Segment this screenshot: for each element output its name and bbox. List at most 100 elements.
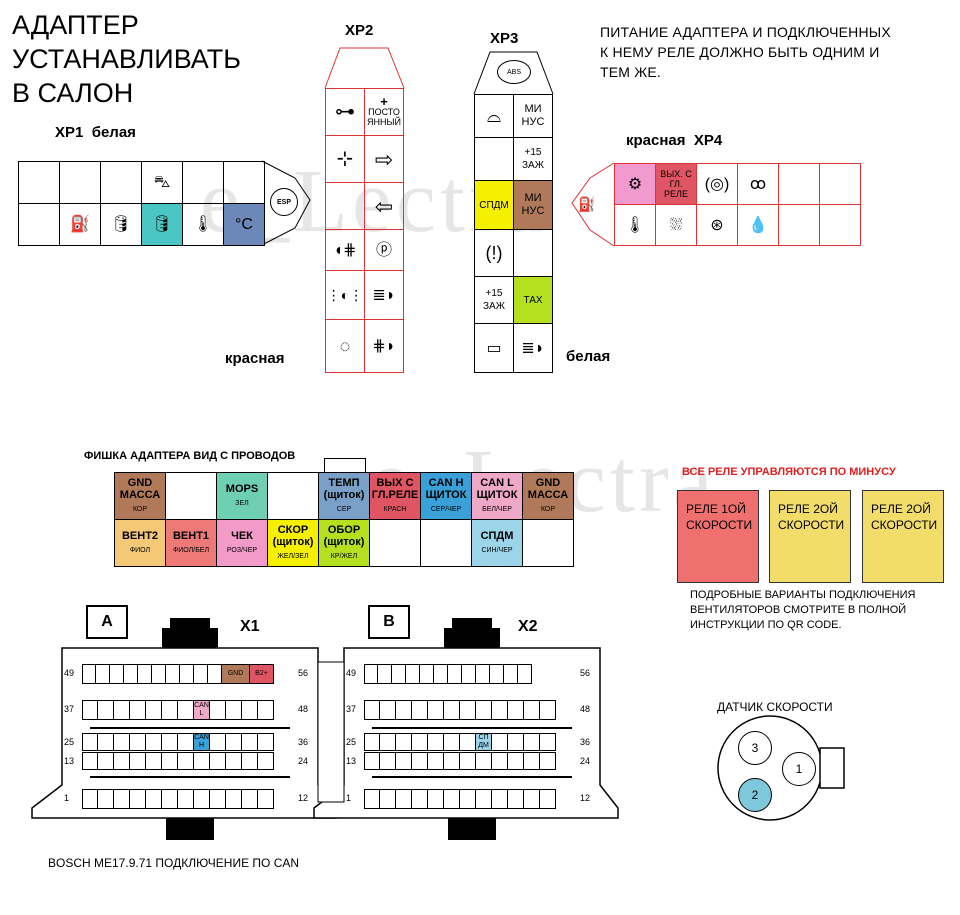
ecu-pin — [524, 789, 540, 809]
ecu-pin — [110, 664, 124, 684]
ecu-pin — [460, 789, 476, 809]
ecu-pin — [96, 664, 110, 684]
ecu-pin — [258, 789, 274, 809]
xp3-label: XP3 — [490, 30, 519, 47]
ecu-pin — [98, 789, 114, 809]
speed-sensor-pin-1: 1 — [782, 752, 816, 786]
adapter-pin-1-4 — [267, 472, 319, 520]
adapter-pin-wire: БЕЛ/ЧЕР — [482, 505, 512, 513]
adapter-pin-wire: КРАСН — [383, 505, 407, 513]
ecu-pin — [412, 733, 428, 751]
ecu-pin-row — [364, 752, 556, 770]
ecu-pin — [508, 789, 524, 809]
ecu-pin — [152, 664, 166, 684]
relay-1: РЕЛЕ 1ОЙ СКОРОСТИ — [677, 490, 759, 583]
ecu-pin-row — [364, 700, 556, 720]
adapter-pin-wire: КОР — [540, 505, 556, 513]
ecu-pin-number: 49 — [64, 668, 75, 678]
ecu-pin — [396, 733, 412, 751]
ecu-pin-row — [82, 752, 274, 770]
adapter-pin-wire: СЕР/ЧЕР — [430, 505, 462, 513]
ecu-x1-latch-top — [162, 628, 218, 648]
relay-3: РЕЛЕ 2ОЙ СКОРОСТИ — [862, 490, 944, 583]
ecu-pin — [114, 789, 130, 809]
ecu-pin-row — [82, 789, 274, 809]
ecu-pin — [178, 733, 194, 751]
ecu-pin — [428, 752, 444, 770]
adapter-pin-label: GND МАССА — [527, 476, 569, 501]
adapter-pin-wire: КР/ЖЕЛ — [330, 552, 358, 560]
ecu-pin-number: 48 — [580, 704, 591, 714]
relay-2: РЕЛЕ 2ОЙ СКОРОСТИ — [769, 490, 851, 583]
ecu-pin — [162, 752, 178, 770]
ecu-pin — [476, 752, 492, 770]
ecu-pin — [82, 752, 98, 770]
ecu-pin — [492, 700, 508, 720]
abs-icon: ABS — [497, 60, 531, 84]
ecu-pin-row: СП ДМ — [364, 733, 556, 751]
ecu-pin-number: 25 — [346, 737, 357, 747]
ecu-pin-number: 1 — [64, 793, 70, 803]
ecu-pin — [396, 752, 412, 770]
ecu-pin — [524, 700, 540, 720]
ecu-bridge — [317, 661, 345, 803]
ecu-pin — [210, 789, 226, 809]
ecu-pin — [208, 664, 222, 684]
ecu-pin — [492, 752, 508, 770]
adapter-pin-label: СКОР (щиток) — [272, 523, 314, 548]
ecu-pin — [392, 664, 406, 684]
xp2-color: красная — [225, 350, 285, 367]
ecu-pin — [82, 664, 96, 684]
ecu-pin — [138, 664, 152, 684]
front-fog-icon: ⋕◗ — [364, 319, 404, 373]
ecu-pin-number: 56 — [580, 668, 591, 678]
ecu-pin — [130, 733, 146, 751]
xp1-label: XP1 белая — [55, 124, 136, 141]
ecu-pin — [460, 752, 476, 770]
ecu-pin-row — [364, 789, 556, 809]
adapter-pin-1-8: CAN L ЩИТОК БЕЛ/ЧЕР — [471, 472, 523, 520]
ecu-x1-latch-bottom — [166, 818, 214, 840]
ecu-pin — [380, 789, 396, 809]
ecu-pin — [364, 789, 380, 809]
ecu-pin-number: 24 — [298, 756, 309, 766]
ecu-pin-spdm: СП ДМ — [476, 733, 492, 751]
ecu-pin — [364, 733, 380, 751]
ecu-pin — [364, 700, 380, 720]
ecu-pin-number: 13 — [346, 756, 357, 766]
ecu-pin-number: 37 — [346, 704, 357, 714]
adapter-pin-label: ЧЕК — [231, 529, 253, 542]
ecu-pin-number: 25 — [64, 737, 75, 747]
ecu-pin-number: 24 — [580, 756, 591, 766]
ecu-pin — [412, 700, 428, 720]
ecu-pin — [448, 664, 462, 684]
ecu-pin — [378, 664, 392, 684]
ecu-pin — [98, 733, 114, 751]
page-title: АДАПТЕР УСТАНАВЛИВАТЬ В САЛОН — [12, 10, 241, 108]
ecu-pin — [524, 733, 540, 751]
ecu-footer: BOSCH ME17.9.71 ПОДКЛЮЧЕНИЕ ПО CAN — [48, 856, 300, 870]
adapter-caption: ФИШКА АДАПТЕРА ВИД С ПРОВОДОВ — [84, 450, 296, 462]
adapter-pin-2-7 — [420, 519, 472, 567]
ecu-pin — [98, 700, 114, 720]
ecu-pin — [540, 700, 556, 720]
ecu-pin — [210, 752, 226, 770]
ecu-pin — [114, 700, 130, 720]
ecu-pin — [226, 789, 242, 809]
ecu-pin — [242, 733, 258, 751]
adapter-pin-label: CAN L ЩИТОК — [476, 476, 518, 501]
ecu-pin — [420, 664, 434, 684]
ecu-pin — [194, 664, 208, 684]
ecu-x2-latch-top — [444, 628, 500, 648]
ecu-x2-label: X2 — [518, 618, 538, 635]
adapter-pin-label: ВЕНТ2 — [121, 529, 159, 542]
ecu-pin — [504, 664, 518, 684]
xp2-label: XP2 — [345, 22, 374, 39]
speed-sensor-title: ДАТЧИК СКОРОСТИ — [717, 700, 833, 714]
ecu-pin — [508, 733, 524, 751]
adapter-pin-wire: ЗЕЛ — [235, 499, 249, 507]
ecu-pin-number: 48 — [298, 704, 309, 714]
ecu-pin — [178, 789, 194, 809]
